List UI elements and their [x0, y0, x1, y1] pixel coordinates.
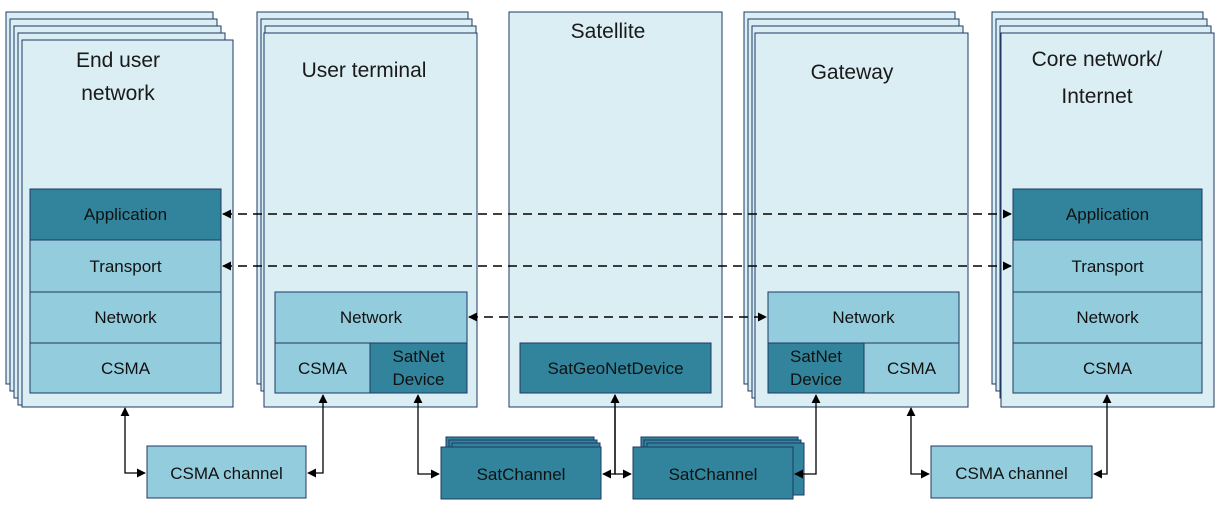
layer-transport	[1012, 239, 1203, 293]
node-satellite: Satellite SatGeoNetDevice	[508, 11, 723, 408]
satnet-device-label-line2: Device	[393, 370, 445, 389]
layer-network-label: Network	[94, 308, 157, 327]
gateway-csma-connector	[906, 407, 930, 479]
layer-transport-label: Transport	[89, 257, 161, 276]
layer-network	[274, 291, 468, 344]
layer-csma-label: CSMA	[887, 359, 937, 378]
channel-label: SatChannel	[477, 465, 566, 484]
node-title: Satellite	[571, 20, 646, 43]
channel-sat-right: SatChannel	[632, 436, 805, 500]
enduser-csma-connector	[120, 407, 146, 478]
channel-label: CSMA channel	[955, 464, 1067, 483]
channel-sat-left: SatChannel	[440, 436, 602, 500]
channel-label: CSMA channel	[170, 464, 282, 483]
layer-transport-label: Transport	[1071, 257, 1143, 276]
layer-network	[767, 291, 960, 344]
node-end-user-network: End user network Application Transport N…	[5, 11, 234, 408]
satnet-device-label-line2: Device	[790, 370, 842, 389]
satnet-device-label-line1: SatNet	[790, 347, 842, 366]
node-title: User terminal	[302, 59, 427, 82]
node-title-line2: network	[81, 82, 155, 105]
layer-csma-label: CSMA	[101, 359, 151, 378]
channel-box	[146, 445, 307, 499]
terminal-csma-connector	[307, 394, 328, 478]
terminal-satnet-connector	[413, 394, 440, 479]
layer-network-label: Network	[1076, 308, 1139, 327]
satnet-device-label-line1: SatNet	[393, 347, 445, 366]
layer-satnet-device	[369, 342, 468, 394]
node-title: Gateway	[811, 61, 894, 84]
node-core-network: Core network/ Internet Application Trans…	[991, 11, 1215, 408]
node-title-line1: Core network/	[1032, 48, 1163, 71]
channel-label: SatChannel	[669, 465, 758, 484]
core-csma-connector	[1093, 394, 1112, 479]
node-title-line2: Internet	[1061, 85, 1132, 108]
node-user-terminal: User terminal Network CSMA SatNet Device	[256, 11, 478, 408]
layer-csma-label: CSMA	[298, 359, 348, 378]
channel-box	[632, 446, 794, 500]
layer-satgeonetdevice	[519, 342, 712, 394]
layer-application	[1012, 188, 1203, 241]
gateway-satnet-connector	[794, 394, 821, 479]
channel-box	[930, 445, 1093, 499]
layer-network-label: Network	[832, 308, 895, 327]
layer-network-label: Network	[340, 308, 403, 327]
layer-satgeonetdevice-label: SatGeoNetDevice	[547, 359, 683, 378]
layer-csma	[29, 342, 222, 394]
layer-application-label: Application	[1066, 205, 1149, 224]
layer-csma-label: CSMA	[1083, 359, 1133, 378]
layer-application	[29, 188, 222, 241]
channel-csma-right: CSMA channel	[930, 445, 1093, 499]
satellite-satgeo-connector-right	[610, 394, 632, 479]
layer-application-label: Application	[84, 205, 167, 224]
layer-network	[29, 291, 222, 344]
layer-csma	[863, 342, 960, 394]
node-title-line1: End user	[76, 49, 160, 72]
channel-csma-left: CSMA channel	[146, 445, 307, 499]
layer-csma	[1012, 342, 1203, 394]
node-gateway: Gateway Network SatNet Device CSMA	[743, 11, 969, 408]
channel-box	[440, 446, 602, 500]
